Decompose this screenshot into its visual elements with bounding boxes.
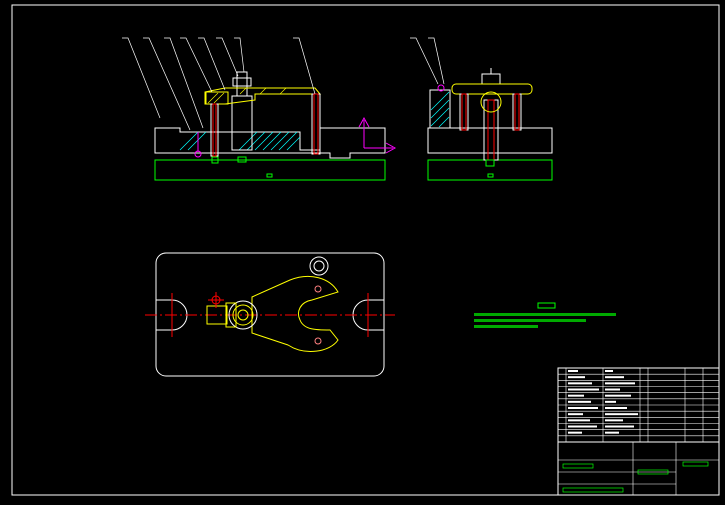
side-dim-tag bbox=[487, 173, 494, 178]
top-pin-outer bbox=[309, 256, 329, 276]
notes-line-2 bbox=[474, 319, 586, 322]
front-leader-lines bbox=[122, 37, 316, 131]
clamp-lever bbox=[204, 87, 322, 105]
base-plate bbox=[154, 127, 386, 159]
top-lever-handle bbox=[206, 305, 228, 325]
front-dim-marker-2 bbox=[237, 156, 247, 163]
c-clamp-hole-top bbox=[314, 285, 322, 293]
parts-list-entry bbox=[568, 394, 584, 397]
side-center-post bbox=[483, 99, 499, 161]
parts-list-entry bbox=[568, 419, 590, 422]
parts-list-material bbox=[605, 370, 613, 372]
notes-line-3 bbox=[474, 325, 538, 328]
side-screw bbox=[437, 84, 445, 92]
side-dim-marker bbox=[485, 159, 495, 167]
top-bolt-inner bbox=[237, 309, 249, 321]
parts-list-entry bbox=[568, 370, 578, 372]
parts-list-entry bbox=[568, 382, 592, 385]
side-pin-right-inner bbox=[514, 93, 520, 131]
parts-list-material bbox=[605, 382, 635, 385]
parts-list-entry bbox=[568, 376, 585, 379]
parts-list-entry bbox=[568, 425, 597, 428]
sheet-border bbox=[11, 4, 720, 496]
front-view bbox=[122, 37, 397, 181]
side-clamp-bar bbox=[451, 83, 533, 95]
parts-list-material bbox=[605, 413, 638, 416]
parts-list-entry bbox=[568, 388, 599, 391]
support-pin-right-inner bbox=[313, 93, 319, 155]
side-hatch-lines bbox=[430, 91, 450, 128]
c-clamp-plate bbox=[251, 276, 339, 352]
clamp-bolt bbox=[236, 71, 248, 97]
axis-x-arrow bbox=[385, 142, 397, 154]
side-leader-lines bbox=[410, 37, 445, 85]
lever-hatch bbox=[207, 87, 287, 104]
side-view bbox=[410, 37, 553, 181]
title-block-field bbox=[562, 463, 594, 469]
side-pin-left-inner bbox=[461, 93, 467, 131]
parts-list-material bbox=[605, 419, 623, 422]
parts-list-entry bbox=[568, 431, 582, 434]
parts-list-material bbox=[605, 425, 634, 428]
title-frame bbox=[557, 441, 720, 496]
parts-list-entry bbox=[568, 400, 591, 403]
front-dim-marker-1 bbox=[211, 156, 219, 164]
side-pin-left bbox=[459, 93, 469, 131]
title-block-field bbox=[562, 487, 624, 493]
side-base-plate bbox=[427, 127, 553, 154]
side-center-post-inner bbox=[487, 99, 495, 161]
locator-pin-left bbox=[210, 103, 219, 157]
parts-list-material bbox=[605, 394, 631, 397]
side-nut bbox=[481, 73, 501, 85]
top-view bbox=[145, 252, 395, 377]
support-pin-right bbox=[311, 93, 321, 155]
axis-y-arrow bbox=[358, 116, 370, 128]
notes-line-1 bbox=[474, 313, 616, 316]
parts-list-material bbox=[605, 388, 620, 391]
parts-list-entry bbox=[568, 413, 583, 416]
section-hatch bbox=[179, 131, 301, 151]
title-block bbox=[557, 367, 720, 496]
top-bolt-washer bbox=[232, 304, 254, 326]
top-pin-inner bbox=[313, 260, 325, 272]
locator-pin-left-inner bbox=[212, 103, 217, 157]
parts-list-material bbox=[605, 407, 627, 409]
top-bolt-outer bbox=[228, 300, 258, 330]
notes-heading-box bbox=[537, 302, 556, 309]
front-base-dimension bbox=[154, 159, 386, 181]
technical-notes bbox=[474, 302, 616, 328]
side-clamp-washer bbox=[480, 91, 502, 113]
title-block-field bbox=[682, 461, 709, 467]
parts-list-material bbox=[605, 376, 624, 379]
title-block-field bbox=[637, 469, 669, 475]
parts-list-material bbox=[605, 400, 616, 403]
side-pin-right bbox=[512, 93, 522, 131]
front-dim-tag bbox=[266, 173, 273, 178]
c-clamp-hole-bottom bbox=[314, 337, 322, 345]
center-column bbox=[231, 95, 253, 151]
parts-list-material bbox=[605, 431, 619, 434]
top-bolt-block bbox=[225, 302, 237, 328]
bolt-nut bbox=[232, 77, 252, 87]
parts-list-entry bbox=[568, 407, 598, 409]
